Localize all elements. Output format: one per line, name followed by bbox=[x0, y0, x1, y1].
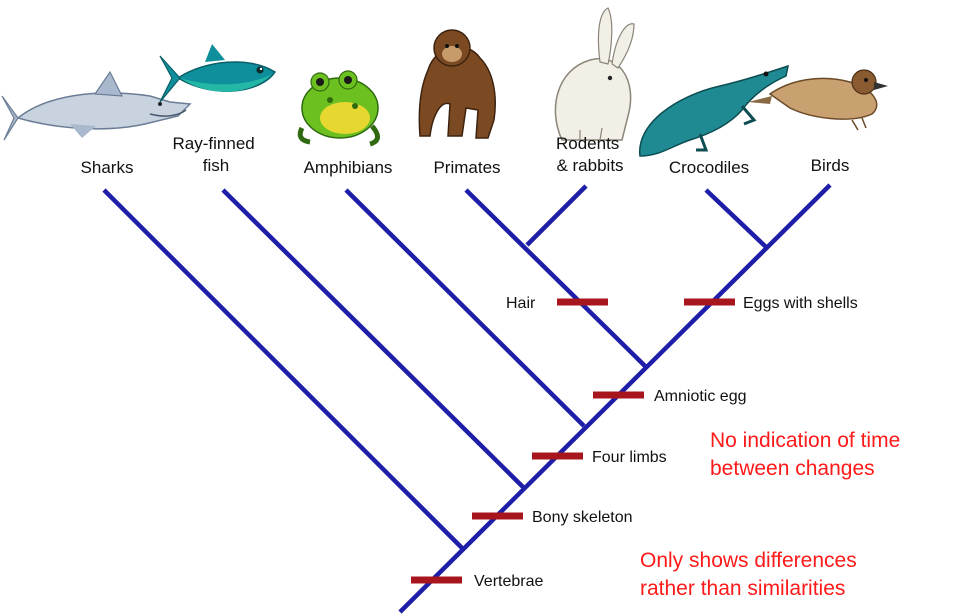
rabbit-icon bbox=[555, 8, 634, 140]
taxon-label-ray-finned-fish: Ray-finned fish bbox=[173, 134, 260, 175]
taxon-label-line: Crocodiles bbox=[669, 158, 749, 177]
trait-label-bony-skeleton: Bony skeleton bbox=[532, 509, 633, 526]
taxon-label-crocodiles: Crocodiles bbox=[669, 158, 749, 177]
branch-crocodiles bbox=[706, 190, 766, 247]
branch-rodents-rabbits bbox=[527, 186, 586, 245]
taxon-label-line: Sharks bbox=[81, 158, 134, 177]
ape-icon bbox=[419, 30, 495, 138]
branch-sharks bbox=[104, 190, 462, 548]
trait-label-amniotic-egg: Amniotic egg bbox=[654, 388, 747, 405]
note-differences-not-similarities: Only shows differences rather than simil… bbox=[640, 549, 863, 600]
shark-icon bbox=[2, 72, 190, 140]
taxon-label-line: Amphibians bbox=[304, 158, 393, 177]
taxon-label-rodents-rabbits: Rodents & rabbits bbox=[556, 134, 624, 175]
taxon-label-line: fish bbox=[203, 156, 229, 175]
taxon-label-birds: Birds bbox=[811, 156, 850, 175]
taxon-label-primates: Primates bbox=[433, 158, 500, 177]
note-line: between changes bbox=[710, 457, 875, 480]
taxon-label-line: Birds bbox=[811, 156, 850, 175]
taxon-label-sharks: Sharks bbox=[81, 158, 134, 177]
note-line: Only shows differences bbox=[640, 549, 857, 572]
note-line: No indication of time bbox=[710, 429, 900, 452]
trait-label-vertebrae: Vertebrae bbox=[474, 573, 543, 590]
branch-ray-finned-fish bbox=[223, 190, 523, 487]
taxon-label-line: & rabbits bbox=[556, 156, 623, 175]
frog-icon bbox=[300, 71, 378, 144]
crocodile-icon bbox=[640, 66, 788, 156]
trait-label-eggs-with-shells: Eggs with shells bbox=[743, 295, 858, 312]
trait-label-four-limbs: Four limbs bbox=[592, 449, 667, 466]
taxon-label-amphibians: Amphibians bbox=[304, 158, 393, 177]
trait-label-hair: Hair bbox=[506, 295, 536, 312]
tuna-fish-icon bbox=[160, 44, 275, 102]
taxon-label-line: Rodents bbox=[556, 134, 619, 153]
taxon-label-line: Primates bbox=[433, 158, 500, 177]
note-line: rather than similarities bbox=[640, 577, 845, 600]
note-no-time-indication: No indication of time between changes bbox=[710, 429, 906, 480]
taxon-label-line: Ray-finned bbox=[173, 134, 255, 153]
